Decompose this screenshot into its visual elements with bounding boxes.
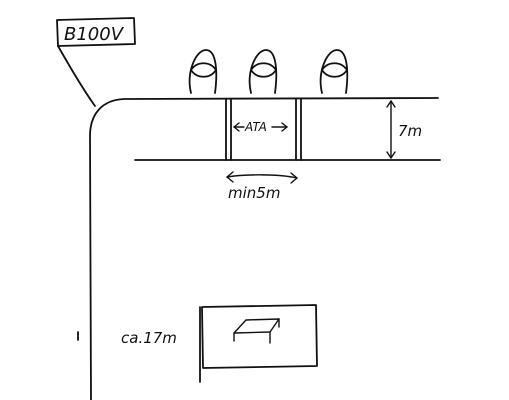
- tree-1-crown: [188, 49, 218, 94]
- ata-arrow-right-head: [281, 122, 288, 132]
- crossing-width-dimension: min5m: [226, 171, 298, 202]
- tree-1-band: [190, 62, 217, 78]
- crossing-dimension: ATA: [233, 120, 288, 134]
- crossing-markings: [225, 98, 302, 161]
- distance-label: ca.17m: [121, 329, 177, 347]
- min-width-arrow-shaft: [226, 174, 298, 179]
- tree-1: [188, 49, 218, 94]
- crossing-min-width-label: min5m: [228, 184, 280, 202]
- ata-arrow-left-head: [233, 122, 240, 132]
- tree-2: [248, 49, 278, 94]
- road-width-arrow-bottom-head: [386, 151, 396, 159]
- road-width-dimension: 7m: [386, 100, 422, 159]
- road-outer-edge: [89, 97, 439, 400]
- table-top: [233, 318, 280, 334]
- tree-2-band: [250, 62, 277, 78]
- road-id-box: [56, 17, 136, 47]
- min-width-arrow-right-head: [290, 172, 298, 184]
- crossing-label: ATA: [244, 120, 267, 134]
- min-width-arrow-left-head: [226, 171, 234, 183]
- road-id-callout: B100V: [56, 17, 136, 107]
- building-outline: [201, 304, 318, 369]
- tree-3: [319, 49, 349, 94]
- tree-3-band: [321, 62, 348, 78]
- road-width-arrow-top-head: [386, 100, 396, 108]
- road-id-leader-line: [57, 45, 96, 107]
- tree-3-crown: [319, 49, 349, 94]
- road-id-label: B100V: [64, 24, 125, 45]
- building: [199, 304, 318, 383]
- tree-2-crown: [248, 49, 278, 94]
- road-width-label: 7m: [398, 122, 422, 140]
